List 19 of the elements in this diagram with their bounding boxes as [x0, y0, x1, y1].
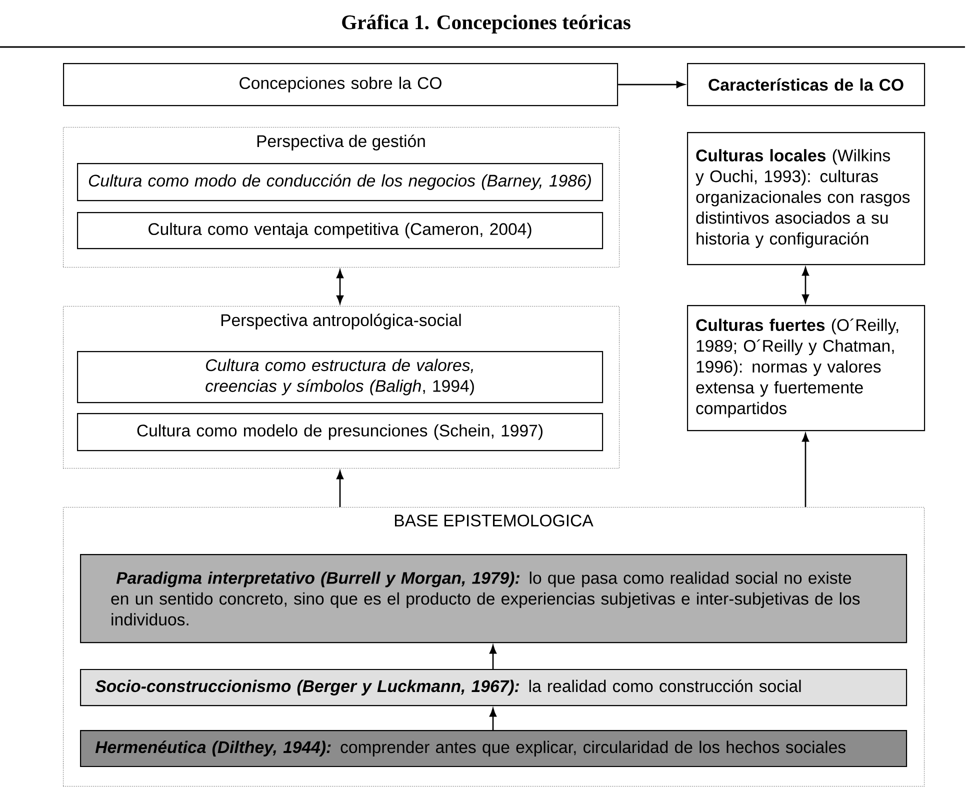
arrow	[618, 81, 685, 88]
arrow	[802, 267, 809, 303]
arrow	[490, 708, 497, 730]
text-box: Cultura como estructura de valores, creencias y símbolos (Baligh, 1994)	[77, 351, 604, 404]
text-box: Cultura como modo de conducción de los negocios (Barney, 1986)	[77, 163, 604, 202]
text-box: Culturas fuertes (O´Reilly, 1989; O´Reilly y Chatman, 1996): normas y valores extensa y fuertemente compartidos	[687, 305, 926, 432]
text-box: Características de la CO	[687, 63, 926, 106]
arrow	[490, 645, 497, 669]
text-box: Socio-construccionismo (Berger y Luckmann, 1967): la realidad como construcción social	[80, 669, 908, 706]
arrow	[336, 470, 344, 507]
arrow	[802, 433, 809, 507]
text-box: Paradigma interpretativo (Burrell y Morgan, 1979): lo que pasa como realidad social no existe en un sentido concreto, sino que es el producto de experiencias subjetivas e inter-subjetivas de los individuos.	[80, 554, 908, 644]
arrow	[336, 270, 344, 304]
text-box: Culturas locales (Wilkins y Ouchi, 1993): culturas organizacionales con rasgos distintivos asociados a su historia y configuración	[687, 132, 926, 266]
text-box: Concepciones sobre la CO	[63, 63, 618, 106]
text-box: Hermenéutica (Dilthey, 1944): comprender antes que explicar, circularidad de los hechos sociales	[80, 730, 908, 768]
title: Gráfica 1. Concepciones teóricas	[342, 14, 630, 34]
text-box: Cultura como modelo de presunciones (Schein, 1997)	[77, 413, 604, 452]
text-box: Cultura como ventaja competitiva (Cameron, 2004)	[77, 212, 604, 250]
